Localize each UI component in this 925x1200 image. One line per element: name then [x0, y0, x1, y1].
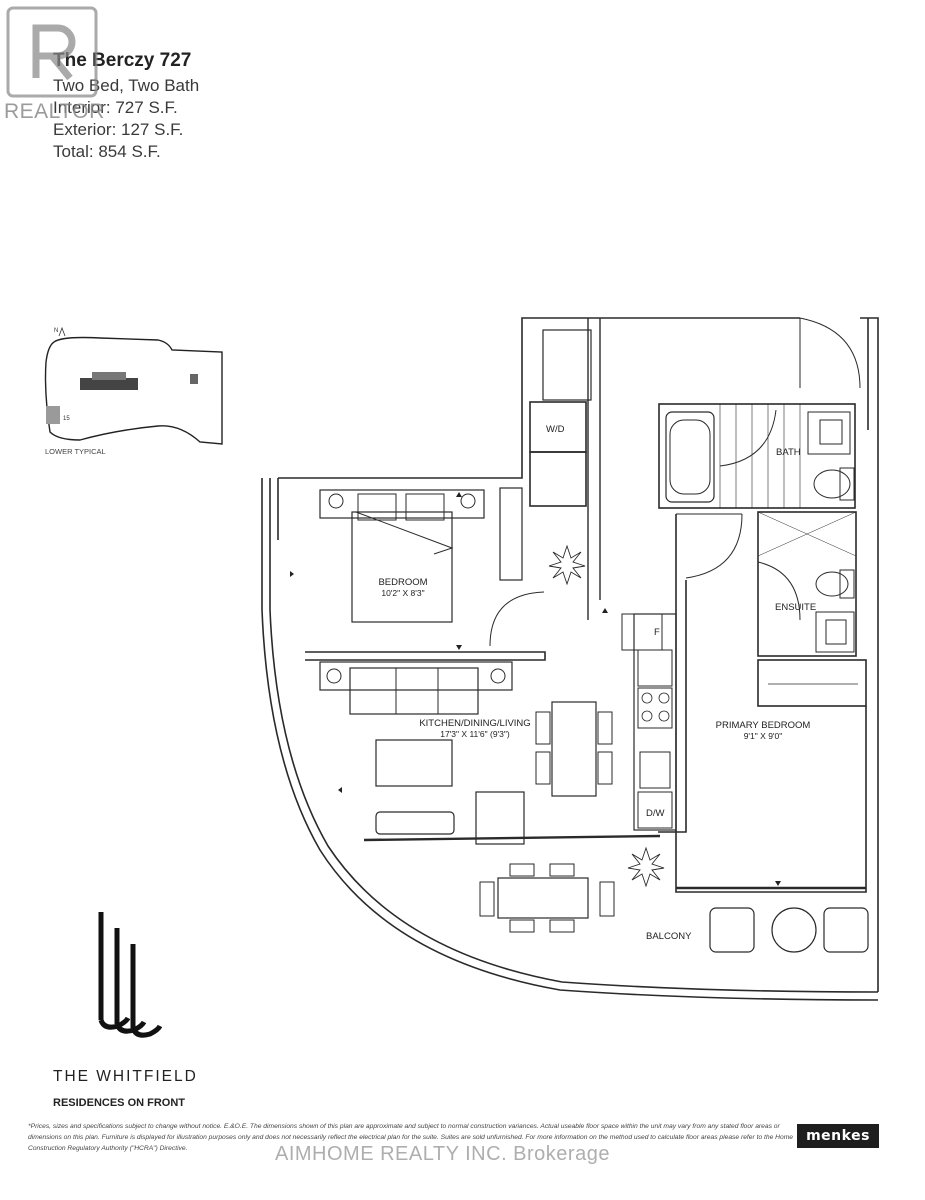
room-kitchen: KITCHEN/DINING/LIVING 17'3" X 11'6" (9'3…	[414, 718, 536, 740]
exterior-area: Exterior: 127 S.F.	[53, 120, 184, 139]
realtor-watermark: REALTOR	[4, 100, 105, 123]
interior-area: Interior: 727 S.F.	[53, 98, 178, 117]
room-bedroom-name: BEDROOM	[378, 577, 428, 588]
north-label: N	[54, 328, 58, 334]
room-dishwasher: D/W	[646, 808, 665, 819]
total-area: Total: 854 S.F.	[53, 142, 161, 161]
key-plan-map: 15 N	[44, 326, 223, 445]
realtor-logo-icon	[6, 6, 98, 98]
brand-subtitle: RESIDENCES ON FRONT	[53, 1097, 186, 1109]
key-plan-unit: 15	[63, 416, 70, 422]
room-kitchen-name: KITCHEN/DINING/LIVING	[419, 718, 531, 729]
room-bedroom-dims: 10'2" X 8'3"	[381, 588, 425, 598]
plan-title: The Berczy 727	[53, 50, 192, 71]
north-arrow-icon	[58, 326, 66, 337]
room-primary-name: PRIMARY BEDROOM	[715, 720, 811, 731]
brokerage-watermark: AIMHOME REALTY INC. Brokerage	[275, 1143, 610, 1165]
suite-type: Two Bed, Two Bath	[53, 76, 200, 95]
disclaimer-text: *Prices, sizes and specifications subjec…	[28, 1123, 794, 1152]
developer-logo: menkes	[797, 1124, 879, 1148]
room-primary-dims: 9'1" X 9'0"	[743, 731, 783, 741]
room-ensuite: ENSUITE	[775, 602, 817, 613]
room-kitchen-dims: 17'3" X 11'6" (9'3")	[440, 729, 510, 739]
room-fridge: F	[654, 627, 660, 638]
room-bedroom: BEDROOM 10'2" X 8'3"	[363, 577, 443, 599]
room-laundry: W/D	[546, 424, 565, 435]
room-balcony: BALCONY	[646, 931, 692, 942]
room-primary-bedroom: PRIMARY BEDROOM 9'1" X 9'0"	[710, 720, 816, 742]
key-plan-caption: LOWER TYPICAL	[45, 447, 106, 456]
room-bath: BATH	[776, 447, 801, 458]
brand-name: THE WHITFIELD	[53, 1068, 198, 1085]
